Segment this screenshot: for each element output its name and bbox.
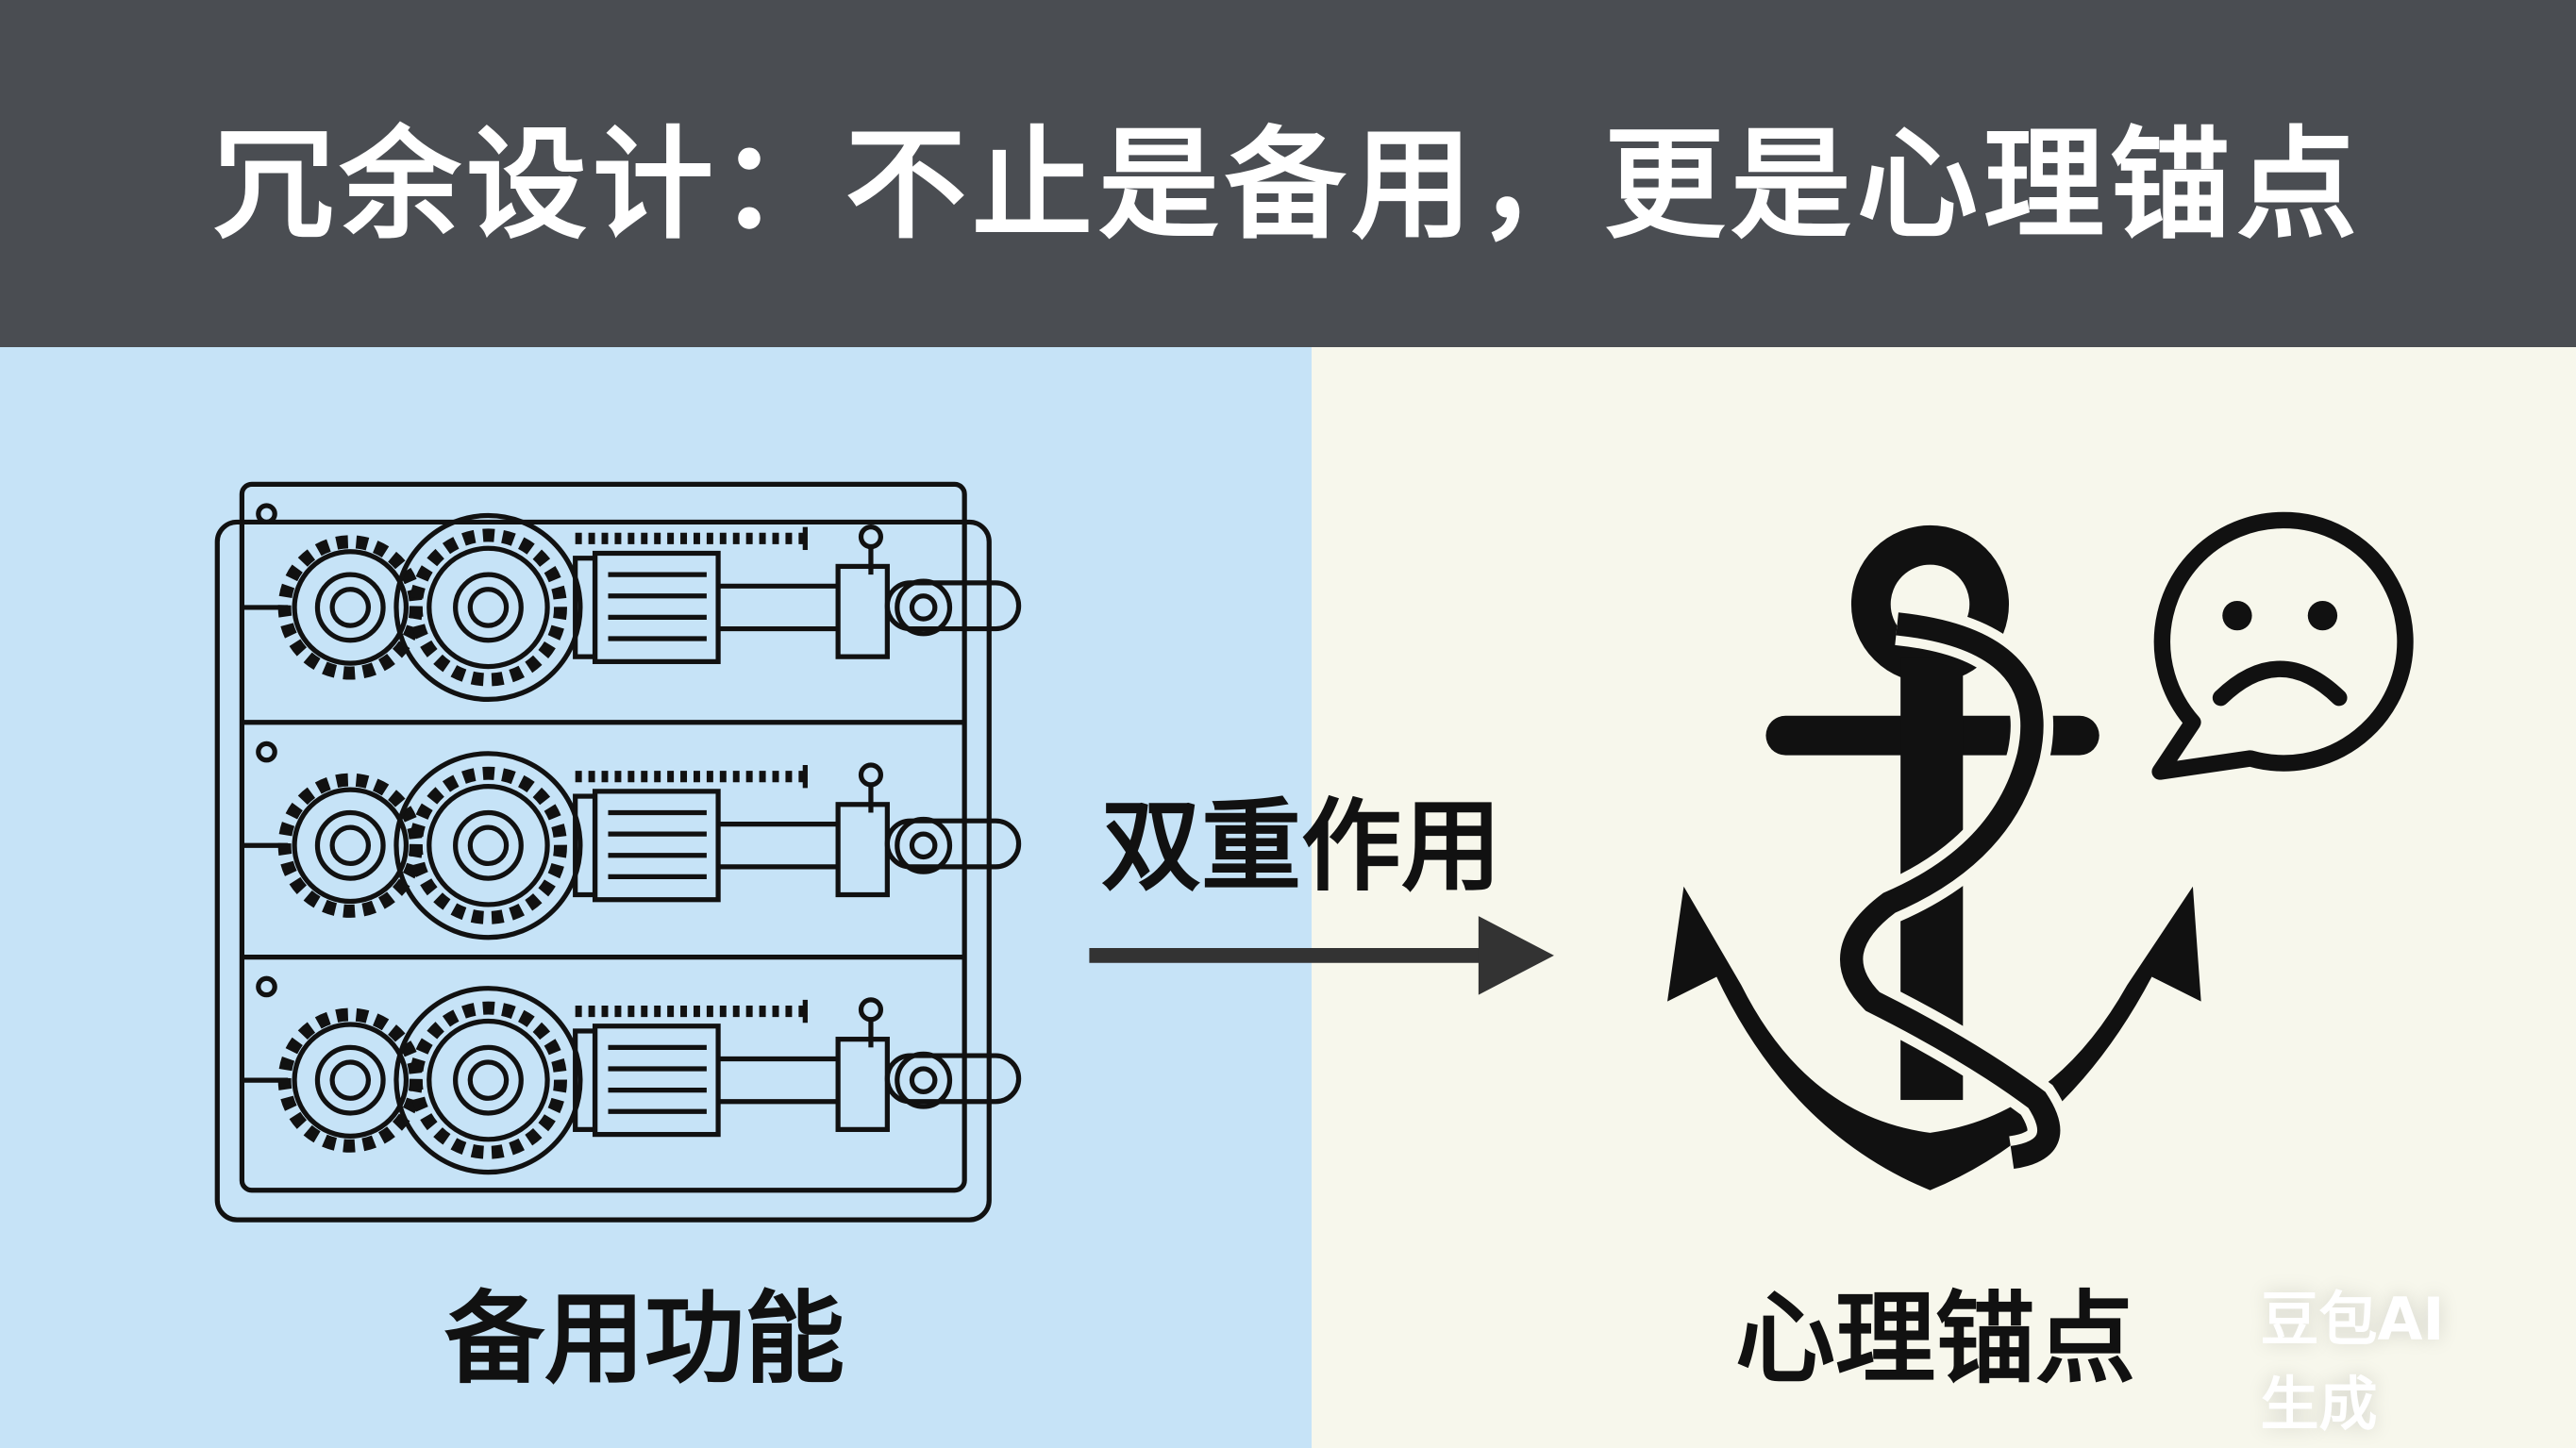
- machine-row-3: [243, 989, 1018, 1173]
- header-banner: 冗余设计：不止是备用，更是心理锚点: [0, 0, 2576, 347]
- anchor-icon: [1667, 524, 2201, 1190]
- redundant-machinery-icon: [214, 481, 1018, 1223]
- sad-face-speech-bubble-icon: [2151, 511, 2414, 780]
- backup-function-label: 备用功能: [444, 1281, 845, 1397]
- watermark: 豆包AI生成: [2260, 1285, 2445, 1439]
- page-title: 冗余设计：不止是备用，更是心理锚点: [212, 114, 2363, 256]
- psychological-anchor-label: 心理锚点: [1735, 1281, 2135, 1397]
- machine-row-1: [243, 515, 1018, 699]
- right-arrow-icon: [1089, 916, 1554, 995]
- machine-row-2: [243, 754, 1018, 938]
- dual-role-label: 双重作用: [1101, 789, 1501, 905]
